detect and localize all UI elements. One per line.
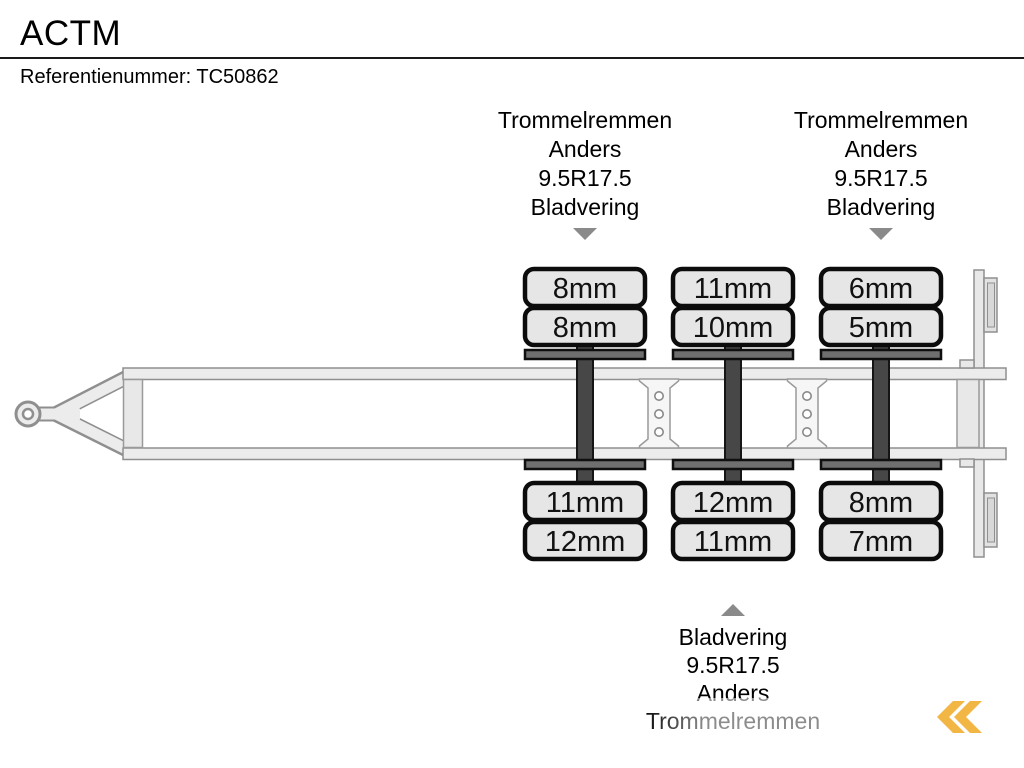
front-crossmember — [122, 378, 144, 449]
annotation-line: Anders — [548, 136, 622, 162]
tread-depth-value: 12mm — [693, 487, 774, 519]
annotation-line: Anders — [844, 136, 918, 162]
tread-depth-value: 6mm — [849, 273, 913, 305]
leaf-spring-bottom — [819, 458, 943, 471]
tire-box — [522, 305, 648, 348]
tread-depth-value: 8mm — [849, 487, 913, 519]
leaf-spring-bottom — [671, 458, 795, 471]
axle-2: 11mm 10mm 12mm 11mm — [670, 266, 796, 562]
tread-depth-value: 11mm — [694, 273, 772, 305]
bolt-hole — [801, 426, 812, 437]
tread-depth-value: 11mm — [546, 487, 624, 519]
tread-depth-value: 8mm — [553, 273, 617, 305]
bolt-hole — [653, 390, 664, 401]
tire-box — [670, 519, 796, 562]
chevron-left-icon — [937, 701, 965, 733]
annotation-line: Anders — [696, 680, 770, 706]
reference-number: Referentienummer: TC50862 — [20, 66, 279, 88]
annotation-line: 9.5R17.5 — [686, 652, 780, 678]
chevron-left-icon — [954, 701, 982, 733]
rear-tab-bottom — [959, 458, 975, 468]
tread-depth-value: 10mm — [693, 312, 774, 344]
header-divider — [0, 57, 1024, 59]
annotation-line: Trommelremmen — [793, 107, 969, 133]
leaf-spring-bottom — [523, 458, 647, 471]
rear-marker-plate-top-inner — [987, 282, 995, 328]
gusset-plate — [786, 378, 828, 449]
bolt-hole — [653, 408, 664, 419]
axle-3: 6mm 5mm 8mm 7mm — [818, 266, 944, 562]
annotation-line: Bladvering — [530, 194, 640, 220]
tread-depth-value: 7mm — [849, 526, 913, 558]
tire-box — [522, 519, 648, 562]
rear-crossmember — [956, 378, 980, 449]
arrow-down-icon — [573, 228, 597, 240]
annotation-axle1-top: Trommelremmen Anders 9.5R17.5 Bladvering — [455, 106, 715, 240]
leaf-spring-top — [671, 348, 795, 361]
gusset-plate — [638, 378, 680, 449]
drawbar — [14, 367, 137, 460]
brand-logo — [937, 701, 982, 733]
frame-rail-top — [122, 367, 1007, 381]
arrow-up-icon — [721, 604, 745, 616]
rear-tab-top — [959, 359, 975, 369]
annotation-line: Bladvering — [826, 194, 936, 220]
drawbar-arm — [53, 370, 135, 419]
arrow-down-icon — [869, 228, 893, 240]
annotation-axle3-top: Trommelremmen Anders 9.5R17.5 Bladvering — [751, 106, 1011, 240]
axle-1: 8mm 8mm 11mm 12mm — [522, 266, 648, 562]
annotation-line: 9.5R17.5 — [538, 165, 632, 191]
bolt-hole — [801, 408, 812, 419]
annotation-axle2-bottom: Bladvering 9.5R17.5 Anders Trommelremmen — [603, 604, 863, 735]
tire-box — [818, 305, 944, 348]
drawbar-arm — [53, 409, 135, 457]
annotation-line: Trommelremmen — [645, 708, 821, 734]
rear-marker-plate-bottom-inner — [987, 497, 995, 543]
page-title: ACTM — [20, 14, 122, 53]
tread-depth-value: 5mm — [849, 312, 913, 344]
leaf-spring-top — [523, 348, 647, 361]
bolt-hole — [653, 426, 664, 437]
annotation-line: Trommelremmen — [497, 107, 673, 133]
leaf-spring-top — [819, 348, 943, 361]
tire-box — [670, 305, 796, 348]
tire-box — [818, 519, 944, 562]
tread-depth-value: 12mm — [545, 526, 626, 558]
annotation-line: 9.5R17.5 — [834, 165, 928, 191]
tow-eye-inner — [21, 407, 35, 421]
bolt-hole — [801, 390, 812, 401]
trailer-diagram: 8mm 8mm 11mm 12mm 11mm 10mm 12mm 11mm 6m… — [14, 266, 1007, 562]
tread-depth-value: 11mm — [694, 526, 772, 558]
annotation-line: Bladvering — [678, 624, 788, 650]
tread-depth-value: 8mm — [553, 312, 617, 344]
